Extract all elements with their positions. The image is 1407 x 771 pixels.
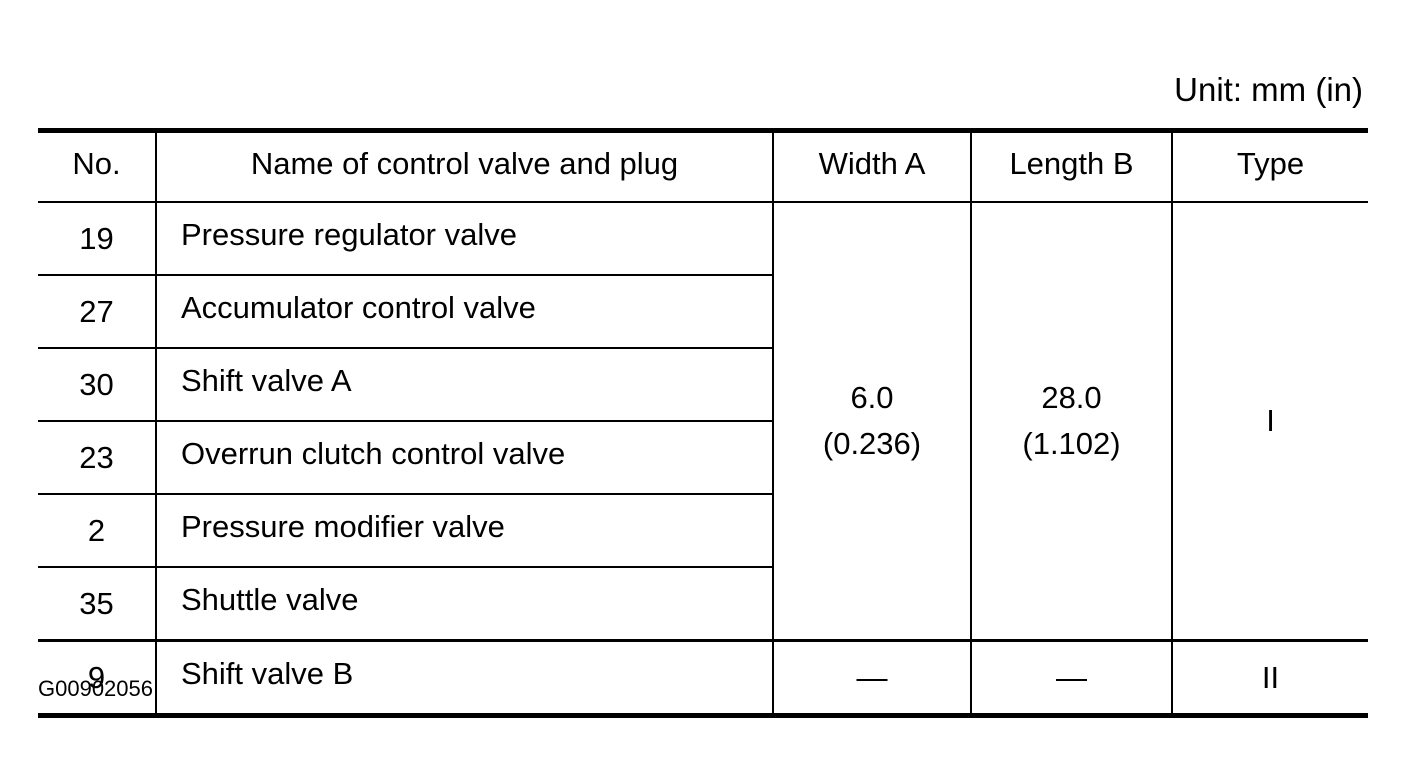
row-name: Shuttle valve: [155, 566, 773, 642]
row-no: 27: [38, 274, 157, 349]
header-type: Type: [1171, 129, 1368, 203]
row-name: Shift valve B: [155, 639, 774, 717]
row-name: Overrun clutch control valve: [155, 420, 773, 495]
length-b-mm: 28.0: [1041, 380, 1102, 415]
type-group2: II: [1171, 639, 1368, 717]
unit-label: Unit: mm (in): [1174, 71, 1363, 108]
table-row: 27 Accumulator control valve: [38, 274, 1368, 349]
length-b-in: (1.102): [1022, 426, 1121, 461]
row-name: Accumulator control valve: [155, 274, 773, 349]
width-a-group1: 6.0 (0.236): [772, 201, 972, 642]
length-b-group2: —: [970, 639, 1173, 717]
table-header-row: No. Name of control valve and plug Width…: [38, 129, 1368, 203]
table-row: 23 Overrun clutch control valve: [38, 420, 1368, 495]
table-row: 30 Shift valve A: [38, 347, 1368, 422]
row-name: Shift valve A: [155, 347, 773, 422]
header-name: Name of control valve and plug: [155, 129, 774, 203]
row-no: 19: [38, 201, 157, 276]
width-a-in: (0.236): [822, 426, 922, 461]
table-row: 35 Shuttle valve: [38, 566, 1368, 642]
row-no: 23: [38, 420, 157, 495]
table-row: 2 Pressure modifier valve: [38, 493, 1368, 568]
width-a-mm: 6.0: [850, 380, 894, 415]
width-a-group2: —: [772, 639, 972, 717]
row-no: 2: [38, 493, 157, 568]
row-name: Pressure modifier valve: [155, 493, 773, 568]
valve-spec-table: No. Name of control valve and plug Width…: [38, 128, 1368, 718]
row-name: Pressure regulator valve: [155, 201, 774, 276]
row-no: 9: [38, 639, 157, 717]
row-no: 30: [38, 347, 157, 422]
type-group1: I: [1171, 201, 1368, 642]
table-row: 9 Shift valve B — — II: [38, 639, 1368, 717]
row-no: 35: [38, 566, 157, 642]
header-width: Width A: [772, 129, 972, 203]
table-row: 19 Pressure regulator valve 6.0 (0.236) …: [38, 201, 1368, 642]
figure-id: G00902056: [38, 676, 153, 701]
header-length: Length B: [970, 129, 1173, 203]
length-b-group1: 28.0 (1.102): [970, 201, 1173, 642]
header-no: No.: [38, 129, 157, 203]
